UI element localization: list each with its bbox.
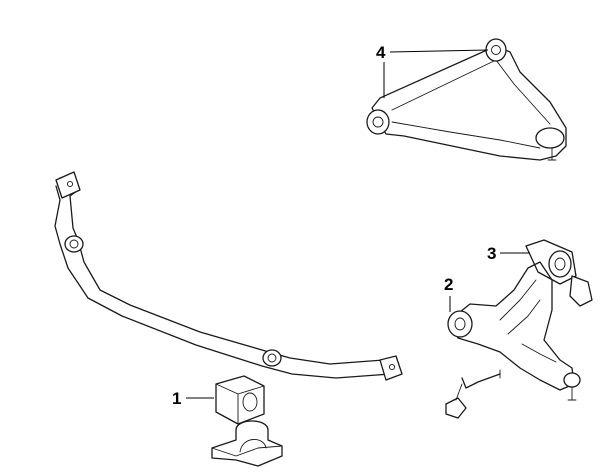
callout-4-leader-right	[389, 49, 489, 53]
stabilizer-link	[445, 369, 501, 419]
callout-1-label: 1	[172, 389, 181, 408]
upper-control-arm	[366, 38, 567, 161]
stabilizer-bushing	[215, 375, 265, 425]
callout-4-label: 4	[376, 43, 386, 62]
callout-4: 4	[376, 43, 489, 98]
bushing-clamp-bracket	[211, 420, 283, 467]
callout-2-label: 2	[444, 275, 453, 294]
callout-3: 3	[487, 244, 530, 263]
callout-1: 1	[172, 389, 214, 408]
lower-control-arm	[447, 261, 593, 401]
callout-2: 2	[444, 275, 453, 312]
callout-3-label: 3	[487, 244, 496, 263]
knuckle-upper-bushing	[525, 239, 577, 285]
stabilizer-bar	[54, 171, 403, 381]
